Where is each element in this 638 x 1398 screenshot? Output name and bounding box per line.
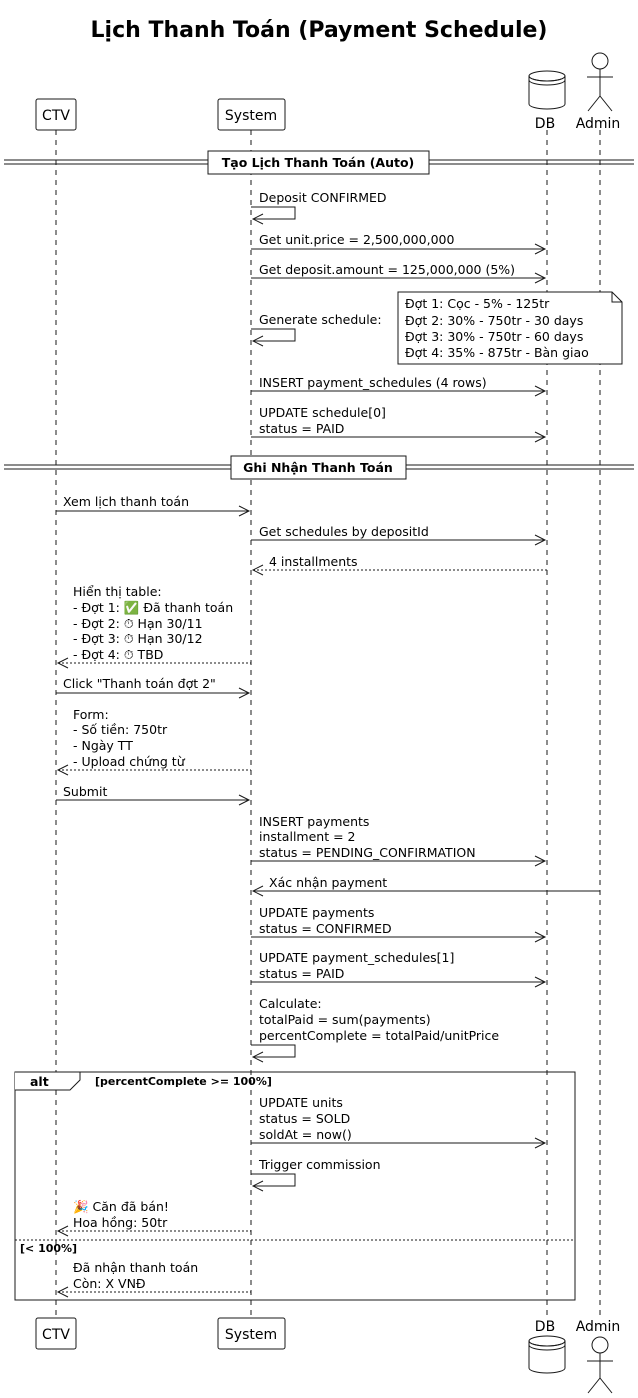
participant-system-label: System: [225, 108, 277, 124]
svg-text:Submit: Submit: [63, 784, 107, 799]
svg-text:Xem lịch thanh toán: Xem lịch thanh toán: [63, 494, 189, 509]
message-trigger-commission: Trigger commission: [251, 1157, 381, 1192]
participant-ctv-bottom: CTV: [35, 1317, 77, 1350]
section-divider-1: Tạo Lịch Thanh Toán (Auto): [4, 150, 634, 175]
svg-text:Get schedules by depositId: Get schedules by depositId: [259, 524, 429, 539]
message-hien-thi-table: Hiển thị table: - Đợt 1: ✅ Đã thanh toán…: [56, 584, 251, 669]
participants-top: CTV System DB Admin: [35, 52, 621, 132]
message-xac-nhan-payment: Xác nhận payment: [251, 875, 600, 897]
svg-text:System: System: [225, 1327, 277, 1343]
participant-system-bottom: System: [217, 1317, 286, 1350]
svg-text:Deposit CONFIRMED: Deposit CONFIRMED: [259, 190, 387, 205]
svg-text:Click "Thanh toán đợt 2": Click "Thanh toán đợt 2": [63, 676, 216, 691]
participant-admin-label: Admin: [576, 116, 621, 132]
actor-icon: [587, 52, 613, 112]
message-get-deposit-amount: Get deposit.amount = 125,000,000 (5%): [251, 262, 547, 284]
svg-text:🎉 Căn đã bán! Hoa hồng:: 🎉 Căn đã bán! Hoa hồng: 50tr: [73, 1199, 173, 1230]
message-get-schedules: Get schedules by depositId: [251, 524, 547, 546]
schedule-note: Đợt 1: Cọc - 5% - 125tr Đợt 2: 30% - 750…: [397, 291, 623, 365]
section-title-2: Ghi Nhận Thanh Toán: [243, 460, 393, 475]
message-calculate: Calculate: totalPaid = sum(payments) per…: [251, 996, 499, 1063]
svg-text:Generate schedule:: Generate schedule:: [259, 312, 382, 327]
lifelines: [55, 130, 601, 1318]
message-generate-schedule: Generate schedule:: [251, 312, 382, 347]
svg-text:INSERT payments installm: INSERT payments installment = 2 status =…: [259, 814, 476, 860]
message-xem-lich: Xem lịch thanh toán: [56, 494, 251, 517]
svg-text:Calculate: totalPaid = s: Calculate: totalPaid = sum(payments) per…: [259, 996, 499, 1043]
message-can-da-ban: 🎉 Căn đã bán! Hoa hồng: 50tr: [56, 1199, 251, 1237]
message-da-nhan-thanh-toan: Đã nhận thanh toán Còn: X VNĐ: [56, 1260, 251, 1298]
participant-db-label: DB: [535, 116, 555, 132]
message-get-unit-price: Get unit.price = 2,500,000,000: [251, 232, 547, 255]
svg-text:Get unit.price = 2,500,000,000: Get unit.price = 2,500,000,000: [259, 232, 454, 247]
svg-text:Đã nhận thanh toán Còn:: Đã nhận thanh toán Còn: X VNĐ: [73, 1260, 202, 1291]
message-click-thanh-toan: Click "Thanh toán đợt 2": [56, 676, 251, 699]
database-icon: [528, 1335, 566, 1374]
actor-icon: [587, 1336, 613, 1394]
message-update-payment-schedules-1: UPDATE payment_schedules[1] status = PAI…: [251, 950, 547, 988]
database-icon: [528, 70, 566, 110]
note-text: Đợt 1: Cọc - 5% - 125tr Đợt 2: 30% - 750…: [405, 296, 589, 360]
message-update-units: UPDATE units status = SOLD soldAt = now(…: [251, 1095, 547, 1149]
svg-text:CTV: CTV: [42, 1327, 70, 1343]
alt-guard-1: [percentComplete >= 100%]: [95, 1075, 272, 1088]
participants-bottom: CTV System DB Admin: [35, 1317, 621, 1394]
svg-text:Get deposit.amount = 125,000,0: Get deposit.amount = 125,000,000 (5%): [259, 262, 515, 277]
message-insert-payment-schedules: INSERT payment_schedules (4 rows): [251, 375, 547, 397]
alt-fragment: alt [percentComplete >= 100%] [< 100%]: [14, 1071, 576, 1301]
section-divider-2: Ghi Nhận Thanh Toán: [4, 455, 634, 480]
diagram-title: Lịch Thanh Toán (Payment Schedule): [91, 18, 548, 43]
alt-guard-2: [< 100%]: [20, 1242, 77, 1255]
message-4-installments: 4 installments: [251, 554, 547, 576]
message-deposit-confirmed: Deposit CONFIRMED: [251, 190, 387, 225]
svg-text:UPDATE units status = SO: UPDATE units status = SOLD soldAt = now(…: [259, 1095, 354, 1142]
svg-text:Trigger commission: Trigger commission: [258, 1157, 381, 1172]
message-submit: Submit: [56, 784, 251, 806]
message-update-payments: UPDATE payments status = CONFIRMED: [251, 905, 547, 943]
alt-label: alt: [30, 1074, 49, 1089]
message-form: Form: - Số tiền: 750tr - Ngày TT - Uploa…: [56, 707, 251, 776]
svg-text:Hiển thị table: - Đợt 1:: Hiển thị table: - Đợt 1: ✅ Đã thanh toán…: [73, 584, 237, 662]
svg-text:Form: - Số tiền: 750tr: Form: - Số tiền: 750tr - Ngày TT - Uploa…: [73, 707, 186, 769]
svg-text:INSERT payment_schedules (4 ro: INSERT payment_schedules (4 rows): [259, 375, 487, 390]
participant-ctv-top: CTV: [35, 98, 77, 131]
participant-ctv-label: CTV: [42, 108, 70, 124]
svg-text:4 installments: 4 installments: [269, 554, 358, 569]
message-insert-payments: INSERT payments installment = 2 status =…: [251, 814, 547, 867]
participant-admin-label-bottom: Admin: [576, 1319, 621, 1335]
participant-db-label-bottom: DB: [535, 1319, 555, 1335]
svg-text:UPDATE schedule[0] statu: UPDATE schedule[0] status = PAID: [259, 405, 390, 436]
section-title-1: Tạo Lịch Thanh Toán (Auto): [222, 155, 415, 170]
svg-text:UPDATE payment_schedules[1]: UPDATE payment_schedules[1] status = PAI…: [259, 950, 458, 981]
svg-text:Xác nhận payment: Xác nhận payment: [269, 875, 387, 890]
svg-text:UPDATE payments status =: UPDATE payments status = CONFIRMED: [259, 905, 392, 936]
message-update-schedule-0: UPDATE schedule[0] status = PAID: [251, 405, 547, 443]
participant-system-top: System: [217, 98, 286, 131]
